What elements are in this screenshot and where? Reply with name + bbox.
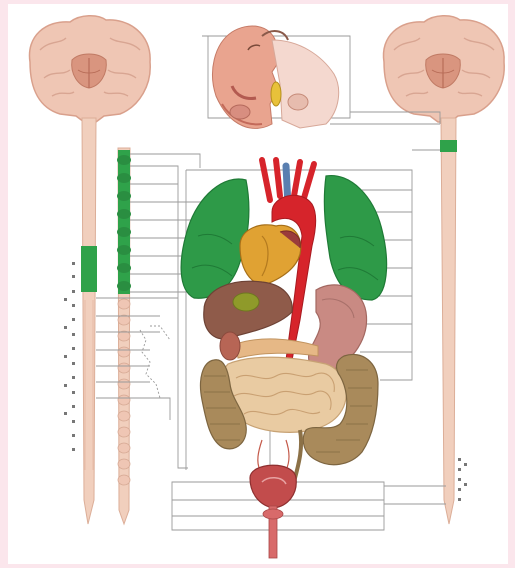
- spinal-cord-left: [81, 118, 97, 524]
- gallbladder-icon: [233, 293, 259, 311]
- brain-right-icon: [383, 16, 504, 122]
- sympathetic-chain: [117, 148, 131, 524]
- brain-left-icon: [29, 16, 150, 122]
- spinal-cord-right-highlight: [440, 140, 457, 152]
- spinal-cord-left-highlight: [81, 246, 97, 292]
